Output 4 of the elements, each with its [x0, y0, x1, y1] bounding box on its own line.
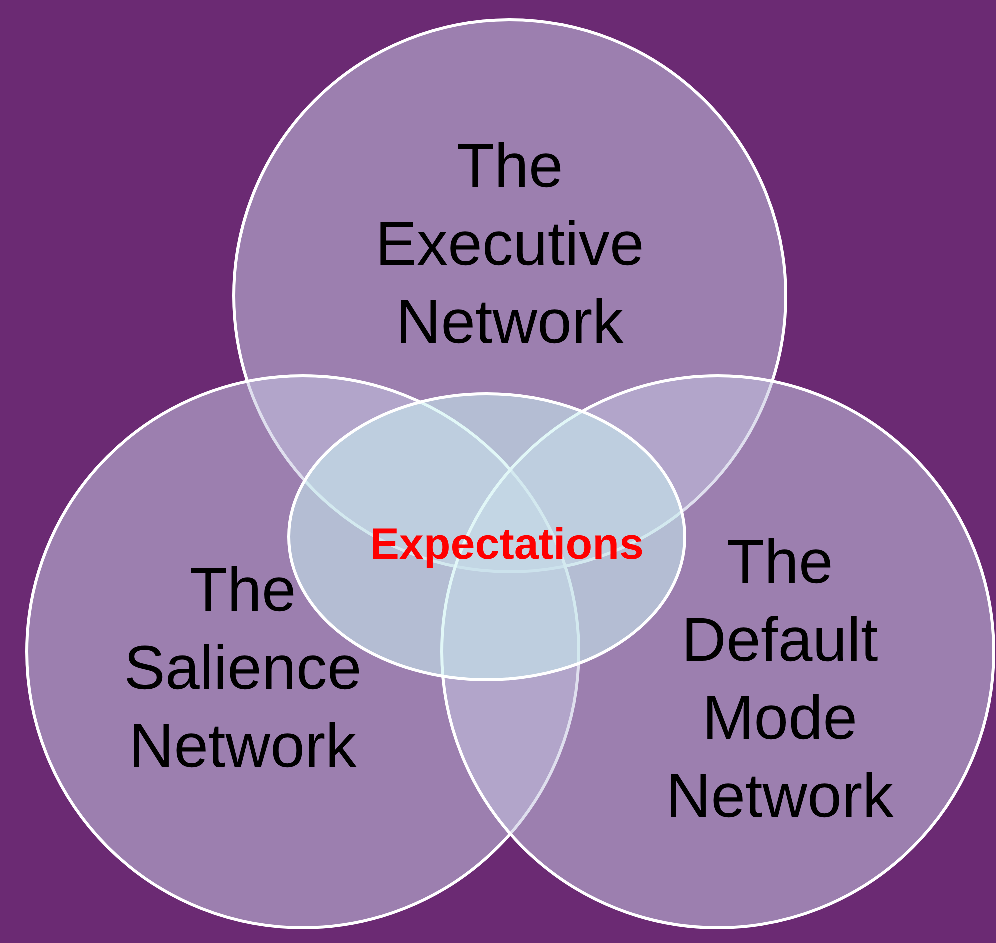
circle-label: The Default Mode Network: [665, 527, 895, 833]
circle-label: The Executive Network: [374, 131, 646, 359]
circle-label: The Salience Network: [123, 555, 363, 783]
overlap-label: Expectations: [369, 519, 645, 571]
